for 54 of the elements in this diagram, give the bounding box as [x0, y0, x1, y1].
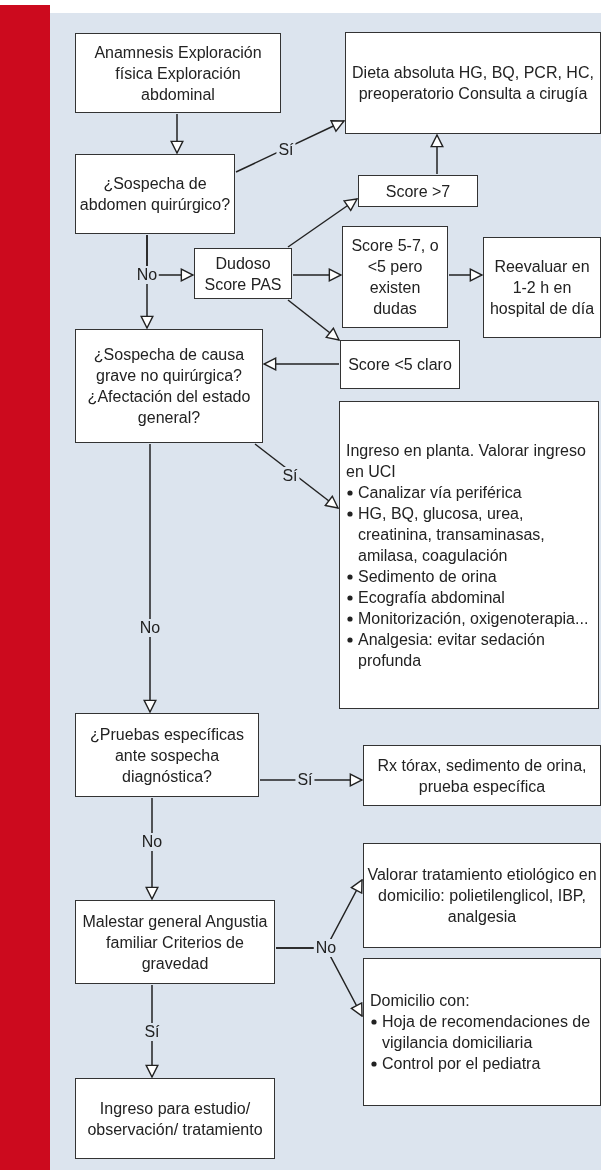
arrow	[287, 299, 340, 341]
arrow	[287, 198, 358, 248]
box-text: Dieta absoluta HG, BQ, PCR, HC, preoperatorio Consulta a cirugía	[351, 63, 595, 104]
bullet-item: Analgesia: evitar sedación profunda	[358, 629, 546, 671]
process-box	[342, 226, 448, 328]
bullet-item: Hoja de recomendaciones de vigilancia domiciliaria	[382, 1012, 592, 1053]
bullet-item: Ecografía abdominal	[358, 587, 506, 608]
box-text: ¿Pruebas específicas ante sospecha diagnóstica?	[89, 724, 245, 787]
arrow	[254, 443, 339, 509]
process-box	[340, 340, 460, 389]
arrow	[145, 984, 159, 1078]
box-heading: Ingreso en planta. Valorar ingreso en UCI	[346, 440, 587, 482]
box-text: Score >7	[385, 181, 451, 202]
arrow	[263, 357, 340, 371]
process-box	[75, 154, 235, 234]
arrow	[292, 268, 342, 282]
process-box	[363, 745, 601, 806]
process-box	[339, 401, 599, 709]
arrow	[143, 443, 157, 713]
box-text: Rx tórax, sedimento de orina, prueba específica	[376, 755, 588, 797]
box-text: Score <5 claro	[348, 355, 452, 375]
arrow	[259, 773, 363, 787]
box-text: Anamnesis Exploración física Exploración abdominal	[93, 42, 263, 105]
box-text: Dudoso Score PAS	[203, 253, 283, 295]
process-box	[358, 175, 478, 207]
bullet-item: Sedimento de orina	[358, 566, 498, 587]
process-box	[194, 248, 292, 299]
box-text: ¿Sospecha de abdomen quirúrgico?	[79, 174, 231, 215]
process-box	[75, 900, 275, 984]
arrow	[430, 134, 444, 175]
process-box	[75, 1078, 275, 1159]
bullet-item: HG, BQ, glucosa, urea, creatinina, transaminasas, amilasa, coagulación	[358, 503, 546, 566]
bullet-item: Monitorización, oxigenoterapia...	[358, 608, 590, 629]
arrow	[235, 120, 345, 173]
box-text: Score 5-7, o <5 pero existen dudas	[350, 236, 440, 319]
edge-label: Sí	[142, 1023, 162, 1041]
box-text: Valorar tratamiento etiológico en domicilio: polietilenglicol, IBP, analgesia	[367, 865, 597, 927]
process-box	[363, 843, 601, 948]
arrow	[448, 268, 483, 282]
process-box	[345, 32, 601, 134]
box-text: Ingreso para estudio/ observación/ tratamiento	[86, 1098, 264, 1140]
box-text: Reevaluar en 1-2 h en hospital de día	[488, 257, 596, 319]
box-heading: Domicilio con:	[370, 991, 471, 1011]
process-box	[75, 33, 281, 113]
box-text: Malestar general Angustia familiar Criterios de gravedad	[81, 911, 269, 974]
process-box	[75, 713, 259, 797]
bullet-item: Canalizar vía periférica	[358, 482, 523, 503]
process-box	[483, 237, 601, 338]
edge-label: No	[313, 939, 339, 957]
process-box	[75, 329, 263, 443]
process-box	[363, 958, 601, 1106]
box-text: ¿Sospecha de causa grave no quirúrgica? ¿Afectación del estado general?	[86, 345, 252, 428]
arrow	[170, 113, 184, 154]
bullet-item: Control por el pediatra	[382, 1054, 542, 1074]
